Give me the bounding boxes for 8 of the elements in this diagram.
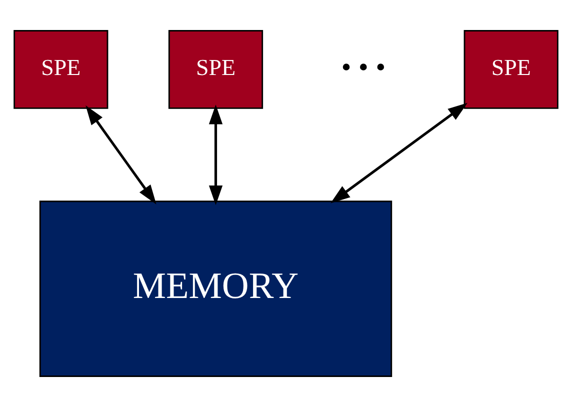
node-box: SPE [14,30,108,108]
node-box: MEMORY [39,200,392,376]
arrow [208,104,223,205]
arrow [86,104,156,204]
node-box: SPE [464,30,558,108]
node-box: SPE [168,30,264,108]
arrow [330,102,468,203]
label: • • • [341,51,386,84]
